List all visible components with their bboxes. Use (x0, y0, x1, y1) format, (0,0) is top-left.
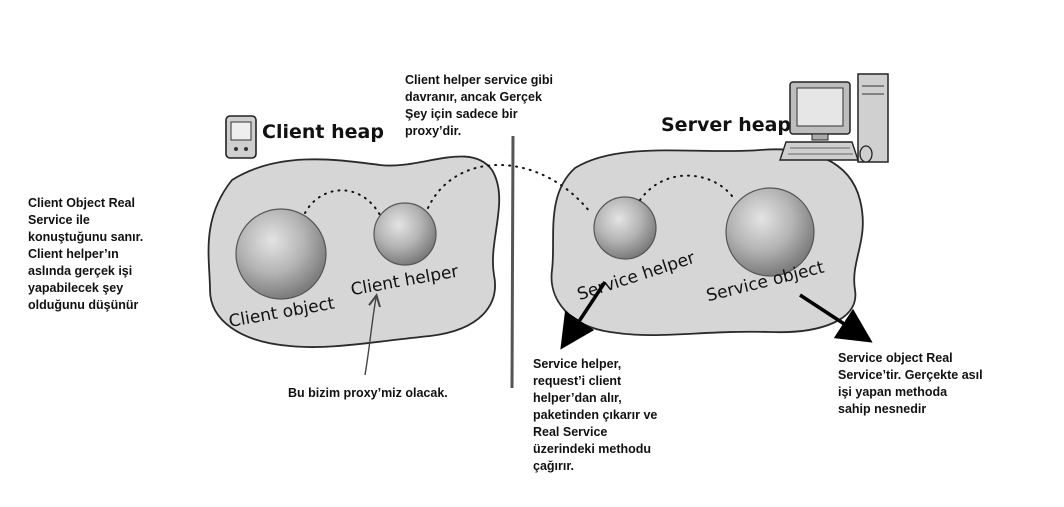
service-object-arrow (799, 293, 873, 343)
client-object-note: Client Object Real Service ile konuştuğu… (28, 196, 144, 312)
handheld-device-icon (225, 115, 257, 159)
proxy-pointer-arrow (364, 298, 376, 376)
service-helper-arrow (560, 281, 607, 350)
top-note: Client helper service gibi davranır, anc… (405, 73, 553, 138)
service-object-note: Service object Real Service’tir. Gerçekt… (838, 351, 983, 416)
client-heap-label: Client heap (262, 121, 384, 143)
dotted-connector-network (427, 164, 591, 213)
desktop-computer-icon (779, 73, 889, 163)
service-object-sphere (725, 187, 815, 277)
client-object-sphere (235, 208, 327, 300)
service-helper-sphere (593, 196, 657, 260)
proxy-note: Bu bizim proxy’miz olacak. (288, 386, 448, 400)
service-helper-note: Service helper, request’i client helper’… (533, 357, 658, 473)
dotted-connector-server (639, 174, 736, 201)
client-helper-sphere (373, 202, 437, 266)
network-divider (510, 135, 515, 389)
server-heap-label: Server heap (661, 114, 791, 136)
